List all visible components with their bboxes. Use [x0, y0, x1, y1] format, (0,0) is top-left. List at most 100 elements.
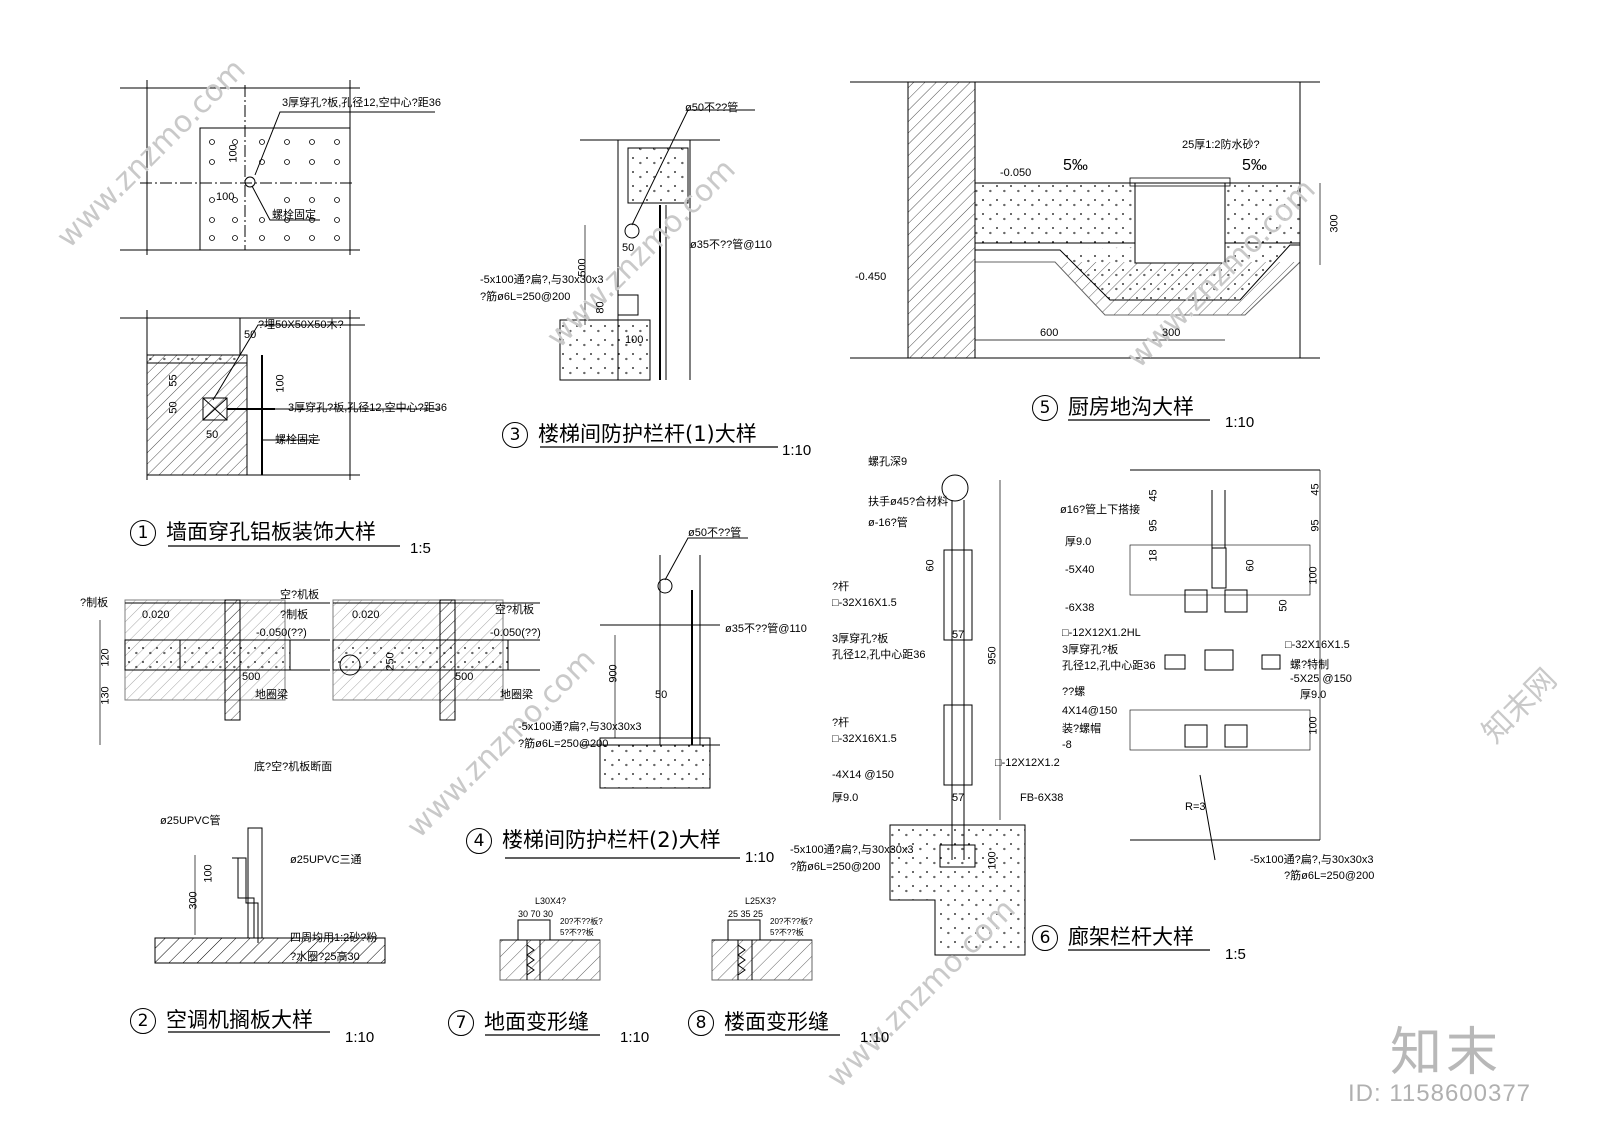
annotation: 18 [1147, 549, 1160, 562]
detail-8-drawing [711, 919, 813, 981]
detail-2-scale: 1:10 [345, 1029, 375, 1046]
annotation: ?筋ø6L=250@200 [790, 861, 881, 873]
detail-5-drawing [850, 81, 1321, 359]
annotation: 25厚1:2防水砂? [1182, 139, 1260, 151]
annotation: 螺栓固定 [272, 209, 316, 221]
annotation: ?制板 [280, 609, 309, 621]
detail-6-plan [1129, 469, 1321, 861]
detail-1-elevation [120, 80, 435, 255]
annotation: 5‰ [1242, 157, 1267, 174]
annotation: 厚9.0 [1065, 536, 1092, 548]
annotation: ??螺 [1062, 686, 1086, 698]
dimension: 50 [244, 329, 257, 341]
annotation: 4X14@150 [1062, 705, 1118, 717]
annotation: 底?空?机板断面 [254, 761, 333, 773]
detail-1-title: 1 墙面穿孔铝板装饰大样 [130, 520, 376, 546]
annotation: 60 [924, 559, 937, 572]
annotation: 0.020 [142, 609, 170, 621]
annotation: 100 [1307, 716, 1320, 735]
ac-board-sections [99, 599, 540, 745]
annotation: 500 [455, 671, 474, 683]
annotation: -0.450 [855, 271, 887, 283]
annotation: 20?不??板? [770, 917, 813, 926]
annotation: 0.020 [352, 609, 380, 621]
annotation: 3厚穿孔?板 [832, 633, 889, 645]
annotation: ?筋ø6L=250@200 [518, 738, 609, 750]
detail-2-drawing [154, 827, 386, 964]
detail-6-scale: 1:5 [1225, 946, 1246, 963]
annotation: 孔径12,孔中心距36 [832, 649, 926, 661]
annotation: ?筋ø6L=250@200 [1284, 870, 1375, 882]
annotation: 600 [1040, 327, 1059, 339]
annotation: -6X38 [1065, 602, 1095, 614]
annotation: ø35不??管@110 [725, 623, 807, 635]
annotation: -5x100通?扁?,与30x30x3 [518, 721, 642, 733]
annotation: 孔径12,孔中心距36 [1062, 660, 1156, 672]
annotation: 厚9.0 [1300, 689, 1327, 701]
annotation: 空?机板 [495, 604, 535, 616]
annotation: 100 [625, 334, 644, 346]
annotation: 30 70 30 [518, 909, 554, 919]
detail-1-title-text: 墙面穿孔铝板装饰大样 [166, 520, 376, 544]
annotation: 45 [1147, 489, 1160, 502]
annotation: 120 [99, 648, 112, 667]
annotation: L30X4? [535, 896, 567, 906]
annotation: 螺?特制 [1290, 659, 1330, 671]
annotation: 厚9.0 [832, 792, 859, 804]
dimension: 50 [167, 401, 180, 414]
annotation: 扶手ø45?合材料 [868, 496, 949, 508]
detail-2-title-text: 空调机搁板大样 [166, 1008, 313, 1032]
detail-5-title-text: 厨房地沟大样 [1068, 395, 1194, 419]
annotation: 300 [1328, 214, 1341, 233]
detail-3-drawing [559, 109, 755, 381]
annotation: 300 [187, 891, 200, 910]
annotation: 250 [384, 652, 397, 671]
annotation: ø16?管上下搭接 [1060, 504, 1141, 516]
annotation: □-12X12X1.2 [995, 757, 1060, 769]
annotation: □-32X16X1.5 [832, 733, 897, 745]
detail-1-scale: 1:5 [410, 540, 431, 557]
annotation: ?埋50X50X50木? [258, 319, 344, 331]
detail-7-title-text: 地面变形缝 [484, 1010, 589, 1034]
detail-7-drawing [499, 919, 601, 981]
detail-8-title-text: 楼面变形缝 [724, 1010, 829, 1034]
annotation: 50 [622, 242, 635, 254]
annotation: 80 [594, 301, 607, 314]
detail-1-section [120, 310, 440, 480]
annotation: 500 [242, 671, 261, 683]
annotation: 57 [952, 792, 965, 804]
annotation: 57 [952, 629, 965, 641]
annotation: 95 [1309, 519, 1322, 532]
annotation: -5x100通?扁?,与30x30x3 [790, 844, 914, 856]
annotation: -5X25 @150 [1290, 673, 1352, 685]
detail-4-number: 4 [466, 828, 492, 854]
annotation: -0.050(??) [490, 627, 541, 639]
image-id: ID: 1158600377 [1348, 1080, 1532, 1107]
detail-3-title-text: 楼梯间防护栏杆(1)大样 [538, 422, 757, 446]
annotation: 螺栓固定 [275, 434, 319, 446]
annotation: □-32X16X1.5 [832, 597, 897, 609]
annotation: □-32X16X1.5 [1285, 639, 1350, 651]
annotation: 100 [986, 851, 999, 870]
annotation: 空?机板 [280, 589, 320, 601]
annotation: 20?不??板? [560, 917, 603, 926]
annotation: 100 [1307, 566, 1320, 585]
annotation: L25X3? [745, 896, 777, 906]
annotation: 300 [1162, 327, 1181, 339]
annotation: ø50不??管 [688, 527, 742, 539]
detail-6-title-text: 廊架栏杆大样 [1068, 925, 1194, 949]
annotation: 地圈梁 [500, 689, 533, 701]
annotation: 95 [1147, 519, 1160, 532]
annotation: ?杆 [832, 717, 850, 729]
annotation: -5X40 [1065, 564, 1095, 576]
annotation: 45 [1309, 483, 1322, 496]
annotation: 130 [99, 686, 112, 705]
annotation: ø-16?管 [868, 517, 908, 529]
annotation: 螺孔深9 [868, 456, 908, 468]
detail-1-number: 1 [130, 520, 156, 546]
